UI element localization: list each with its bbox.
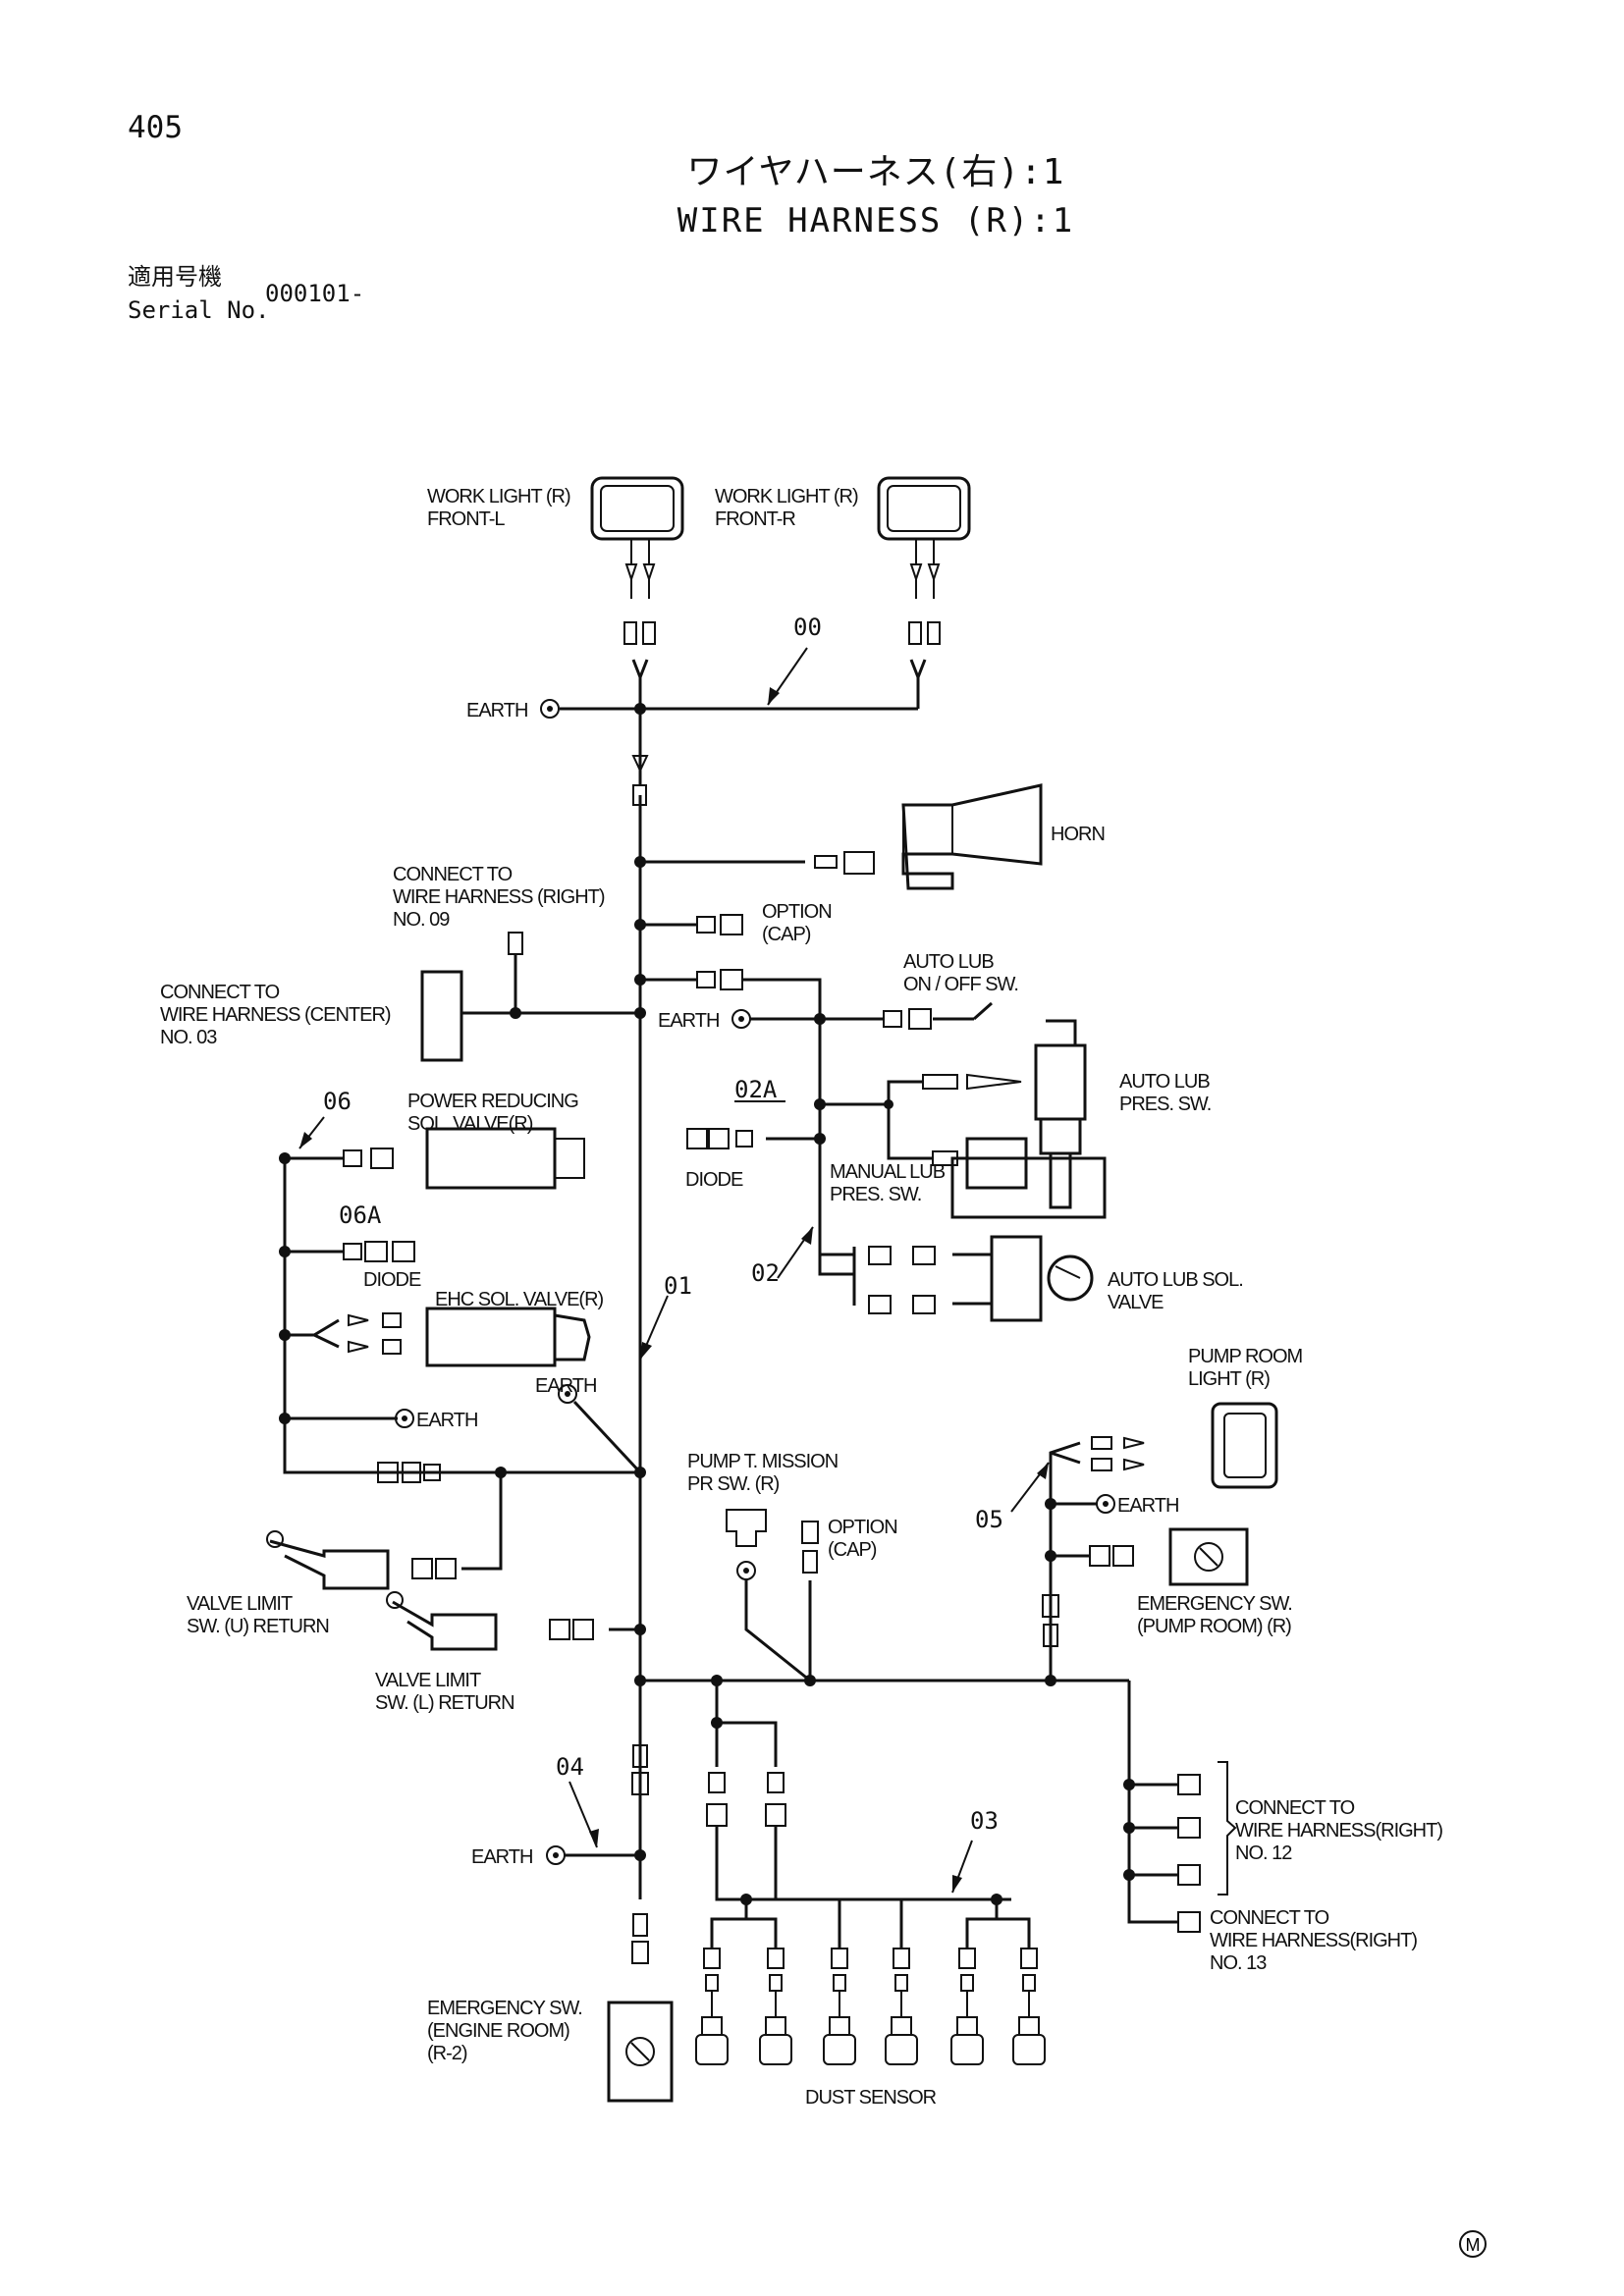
label-work-light-r-2: FRONT-R: [715, 508, 795, 530]
label-auto-lub-pres-2: PRES. SW.: [1119, 1094, 1211, 1115]
label-ehc: EHC SOL. VALVE(R): [435, 1289, 604, 1310]
serial-value: 000101-: [265, 280, 365, 307]
serial-label-jp: 適用号機: [128, 263, 222, 291]
label-valve-l-1: VALVE LIMIT: [375, 1670, 481, 1691]
title-block: ワイヤハーネス(右):1 WIRE HARNESS (R):1: [0, 147, 1624, 243]
label-valve-l-2: SW. (L) RETURN: [375, 1692, 514, 1714]
branch-05: [1010, 1402, 1278, 1681]
label-earth-ehc: EARTH: [535, 1375, 596, 1397]
label-connect-c03-1: CONNECT TO: [160, 982, 280, 1003]
harness-04: 04: [556, 1753, 584, 1781]
label-emerg-pump-1: EMERGENCY SW.: [1137, 1593, 1292, 1615]
m-mark-icon: M: [1459, 2230, 1487, 2258]
label-pump-light-2: LIGHT (R): [1188, 1368, 1270, 1390]
harness-05: 05: [975, 1506, 1003, 1533]
label-pump-tm-2: PR SW. (R): [687, 1473, 780, 1495]
serial-label-en: Serial No.: [128, 296, 270, 324]
label-pump-tm-1: PUMP T. MISSION: [687, 1451, 838, 1472]
pump-transmission-switch: [726, 1509, 819, 1682]
label-earth-top: EARTH: [466, 700, 527, 721]
branch-04: [546, 1681, 674, 2103]
label-connect-r12-3: NO. 12: [1235, 1842, 1292, 1864]
work-light-front-l: [590, 476, 684, 645]
branch-connect-center: [420, 932, 646, 1062]
harness-01: 01: [664, 1272, 692, 1300]
label-connect-r09-2: WIRE HARNESS (RIGHT): [393, 886, 605, 908]
m-mark-text: M: [1466, 2235, 1481, 2255]
label-option-2: OPTION: [828, 1517, 897, 1538]
label-earth-05: EARTH: [1117, 1495, 1178, 1517]
label-earth-04: EARTH: [471, 1846, 532, 1868]
main-trunk: [560, 659, 927, 1899]
label-auto-lub-pres-1: AUTO LUB: [1119, 1071, 1210, 1093]
label-auto-lub-sw-2: ON / OFF SW.: [903, 974, 1018, 995]
label-earth-mid: EARTH: [658, 1010, 719, 1032]
label-valve-u-1: VALVE LIMIT: [187, 1593, 293, 1615]
option-cap-1: [634, 914, 743, 935]
label-cap-1: (CAP): [762, 924, 811, 945]
label-connect-r12-1: CONNECT TO: [1235, 1797, 1355, 1819]
label-horn: HORN: [1051, 824, 1105, 845]
serial-label: 適用号機 Serial No.: [128, 260, 270, 327]
earth-top: [540, 699, 646, 719]
label-emerg-eng-3: (R-2): [427, 2043, 467, 2064]
harness-06a: 06A: [339, 1201, 382, 1229]
label-earth-left: EARTH: [416, 1410, 477, 1431]
label-emerg-eng-1: EMERGENCY SW.: [427, 1998, 582, 2019]
label-connect-c03-2: WIRE HARNESS (CENTER): [160, 1004, 391, 1026]
label-connect-c03-3: NO. 03: [160, 1027, 217, 1048]
label-diode-1: DIODE: [685, 1169, 743, 1191]
harness-00: 00: [793, 614, 822, 641]
label-auto-lub-sol-2: VALVE: [1108, 1292, 1164, 1313]
label-pump-light-1: PUMP ROOM: [1188, 1346, 1303, 1367]
label-power-red-1: POWER REDUCING: [407, 1091, 578, 1112]
lower-bus: [634, 1675, 1237, 1933]
label-auto-lub-sol-1: AUTO LUB SOL.: [1108, 1269, 1243, 1291]
branch-03-dust-sensors: [695, 1681, 1046, 2065]
work-light-front-r: [877, 476, 971, 645]
horn-icon: [634, 783, 1043, 890]
label-auto-lub-sw-1: AUTO LUB: [903, 951, 994, 973]
label-diode-2: DIODE: [363, 1269, 421, 1291]
labels: WORK LIGHT (R) FRONT-L WORK LIGHT (R) FR…: [160, 486, 1443, 2109]
harness-06: 06: [323, 1088, 352, 1115]
label-cap-2: (CAP): [828, 1539, 877, 1561]
label-work-light-l-1: WORK LIGHT (R): [427, 486, 570, 507]
label-dust-sensor: DUST SENSOR: [805, 2087, 937, 2109]
harness-02a: 02A: [734, 1076, 778, 1103]
title-english: WIRE HARNESS (R):1: [677, 201, 1075, 240]
label-connect-r09-1: CONNECT TO: [393, 864, 513, 885]
label-power-red-2: SOL. VALVE(R): [407, 1113, 533, 1135]
harness-02: 02: [751, 1259, 780, 1287]
label-connect-r12-2: WIRE HARNESS(RIGHT): [1235, 1820, 1442, 1842]
label-emerg-pump-2: (PUMP ROOM) (R): [1137, 1616, 1291, 1637]
label-connect-r09-3: NO. 09: [393, 909, 450, 931]
page-number: 405: [128, 110, 183, 145]
valve-limit-l: [386, 1591, 646, 1651]
harness-03: 03: [970, 1807, 999, 1835]
label-valve-u-2: SW. (U) RETURN: [187, 1616, 329, 1637]
branch-06: [266, 1116, 669, 1590]
label-manual-lub-2: PRES. SW.: [830, 1184, 921, 1205]
label-option-1: OPTION: [762, 901, 832, 923]
label-work-light-r-1: WORK LIGHT (R): [715, 486, 858, 507]
branch-02-auto-lub: [634, 969, 1107, 1322]
label-manual-lub-1: MANUAL LUB: [830, 1161, 946, 1183]
label-work-light-l-2: FRONT-L: [427, 508, 505, 530]
title-japanese: ワイヤハーネス(右):1: [686, 152, 1065, 192]
label-connect-r13-1: CONNECT TO: [1210, 1907, 1329, 1929]
label-emerg-eng-2: (ENGINE ROOM): [427, 2020, 569, 2042]
label-connect-r13-3: NO. 13: [1210, 1952, 1267, 1974]
label-connect-r13-2: WIRE HARNESS(RIGHT): [1210, 1930, 1417, 1951]
